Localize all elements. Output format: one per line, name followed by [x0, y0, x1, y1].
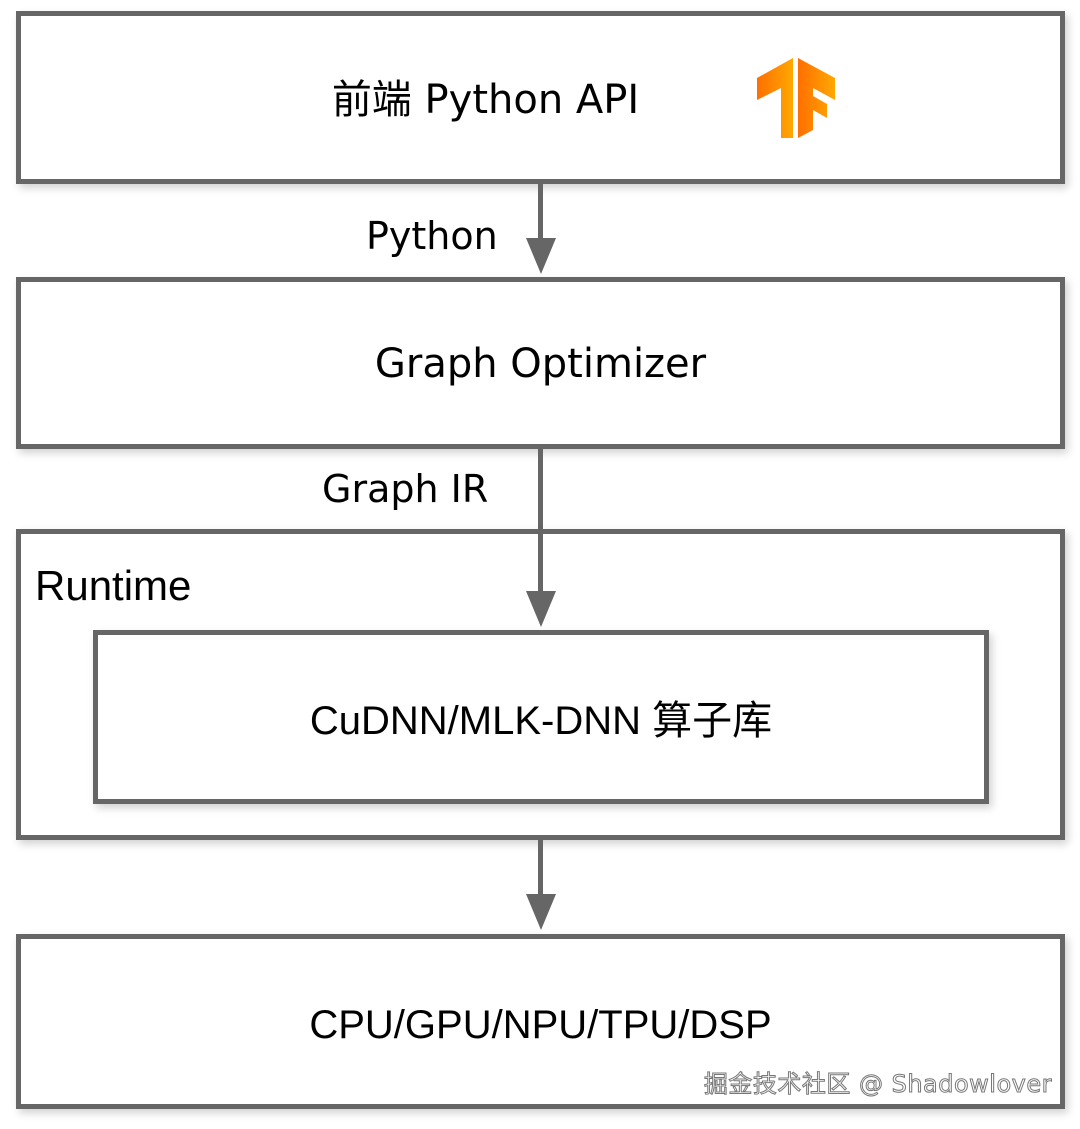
runtime-box: Runtime [16, 529, 1065, 840]
frontend-label: 前端 Python API [331, 77, 640, 123]
graph-optimizer-box: Graph Optimizer [16, 277, 1065, 449]
tensorflow-logo-icon [757, 58, 835, 138]
edge-label-graph-ir: Graph IR [322, 467, 489, 511]
kernel-library-label: CuDNN/MLK-DNN 算子库 [309, 699, 773, 743]
edge-label-python: Python [366, 214, 498, 258]
arrowhead-icon [526, 238, 556, 274]
runtime-label: Runtime [35, 562, 192, 609]
frontend-box: 前端 Python API [16, 11, 1065, 184]
arrow-frontend-to-optimizer [538, 182, 543, 242]
arrowhead-icon [526, 591, 556, 627]
arrowhead-icon [526, 894, 556, 930]
hardware-label: CPU/GPU/NPU/TPU/DSP [309, 1003, 772, 1047]
arrow-optimizer-to-kernel [538, 447, 543, 595]
graph-optimizer-label: Graph Optimizer [374, 341, 707, 387]
hardware-box: CPU/GPU/NPU/TPU/DSP [16, 934, 1065, 1109]
kernel-library-box: CuDNN/MLK-DNN 算子库 [93, 630, 989, 804]
watermark: 掘金技术社区 @ Shadowlover [703, 1070, 1052, 1099]
arrow-runtime-to-hardware [538, 838, 543, 896]
